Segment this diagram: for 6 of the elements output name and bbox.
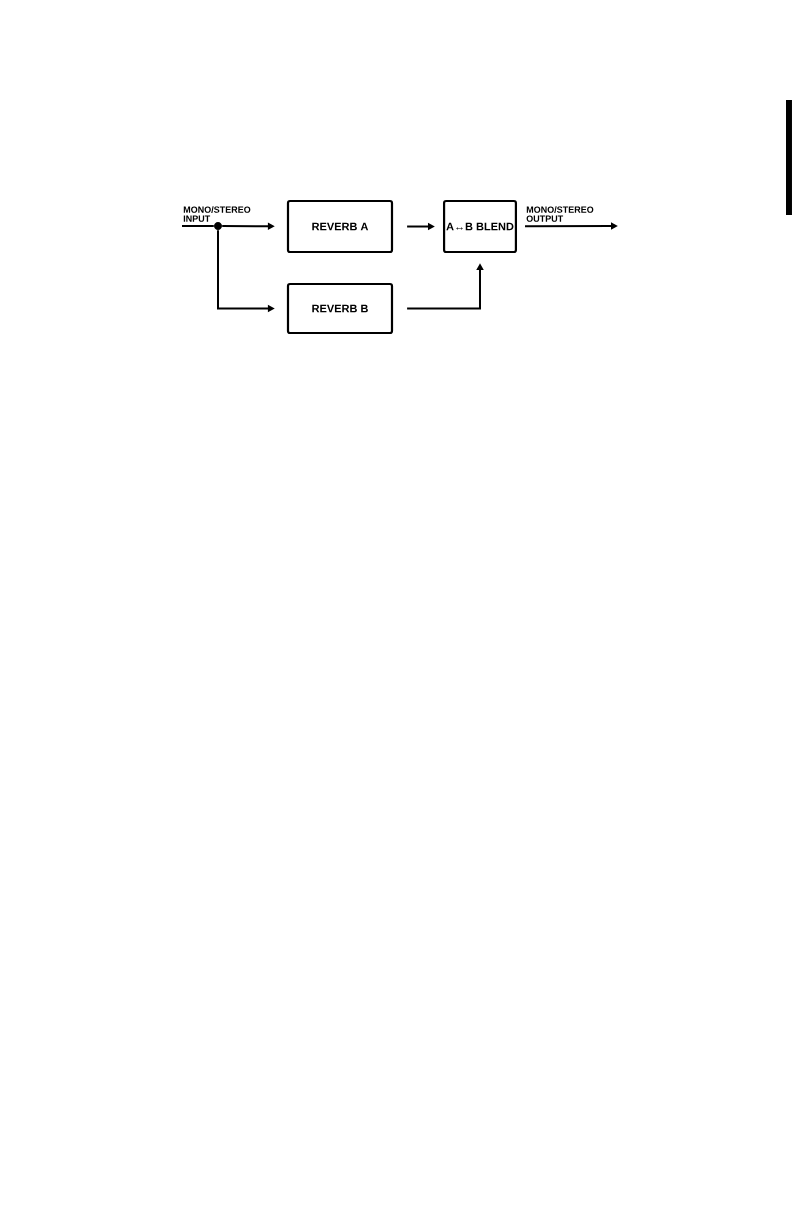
connector-line: [181, 225, 215, 227]
process-box: A↔B BLEND: [442, 199, 517, 254]
edge-label: MONO/STEREO OUTPUT: [526, 206, 594, 222]
process-box: REVERB A: [286, 199, 394, 254]
edge-label: MONO/STEREO INPUT: [183, 206, 251, 222]
process-box: REVERB B: [286, 282, 394, 335]
